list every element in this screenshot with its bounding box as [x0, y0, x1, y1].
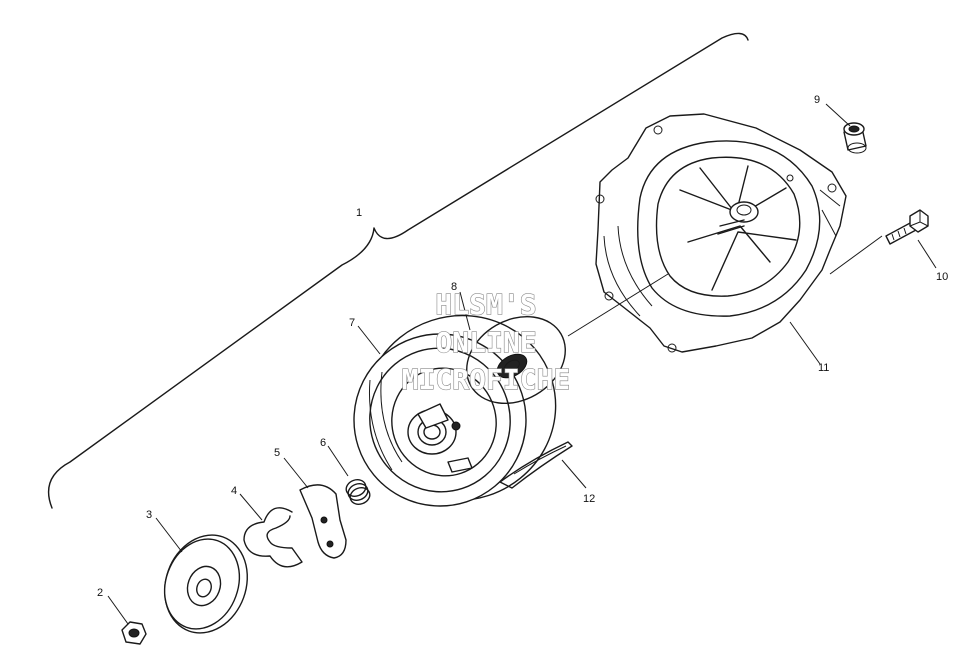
callout-7: 7	[349, 317, 355, 329]
small-spring	[345, 479, 371, 505]
leader-lines	[107, 103, 937, 625]
pawl	[299, 484, 347, 559]
callout-8: 8	[451, 281, 457, 293]
friction-plate	[163, 534, 248, 634]
callout-4: 4	[231, 485, 237, 497]
callout-10: 10	[936, 271, 948, 283]
callout-2: 2	[97, 587, 103, 599]
callout-6: 6	[320, 437, 326, 449]
watermark: HLSM'S ONLINE MICROFICHE	[401, 287, 571, 396]
bushing	[843, 122, 867, 154]
callout-11: 11	[818, 362, 829, 374]
bolt	[885, 209, 929, 245]
spring-clip	[243, 507, 303, 568]
watermark-line-1: HLSM'S	[435, 288, 536, 321]
callout-3: 3	[146, 509, 152, 521]
nut	[121, 621, 147, 645]
rope-pulley	[353, 314, 557, 507]
callout-1: 1	[356, 207, 362, 219]
watermark-line-3: MICROFICHE	[402, 363, 571, 396]
callout-5: 5	[274, 447, 280, 459]
recoil-spring	[466, 315, 566, 405]
assembly-bracket	[47, 32, 749, 509]
starter-rope	[499, 441, 573, 489]
callout-9: 9	[814, 94, 820, 106]
callout-12: 12	[583, 493, 595, 505]
watermark-line-2: ONLINE	[435, 326, 536, 359]
recoil-housing	[595, 113, 847, 353]
